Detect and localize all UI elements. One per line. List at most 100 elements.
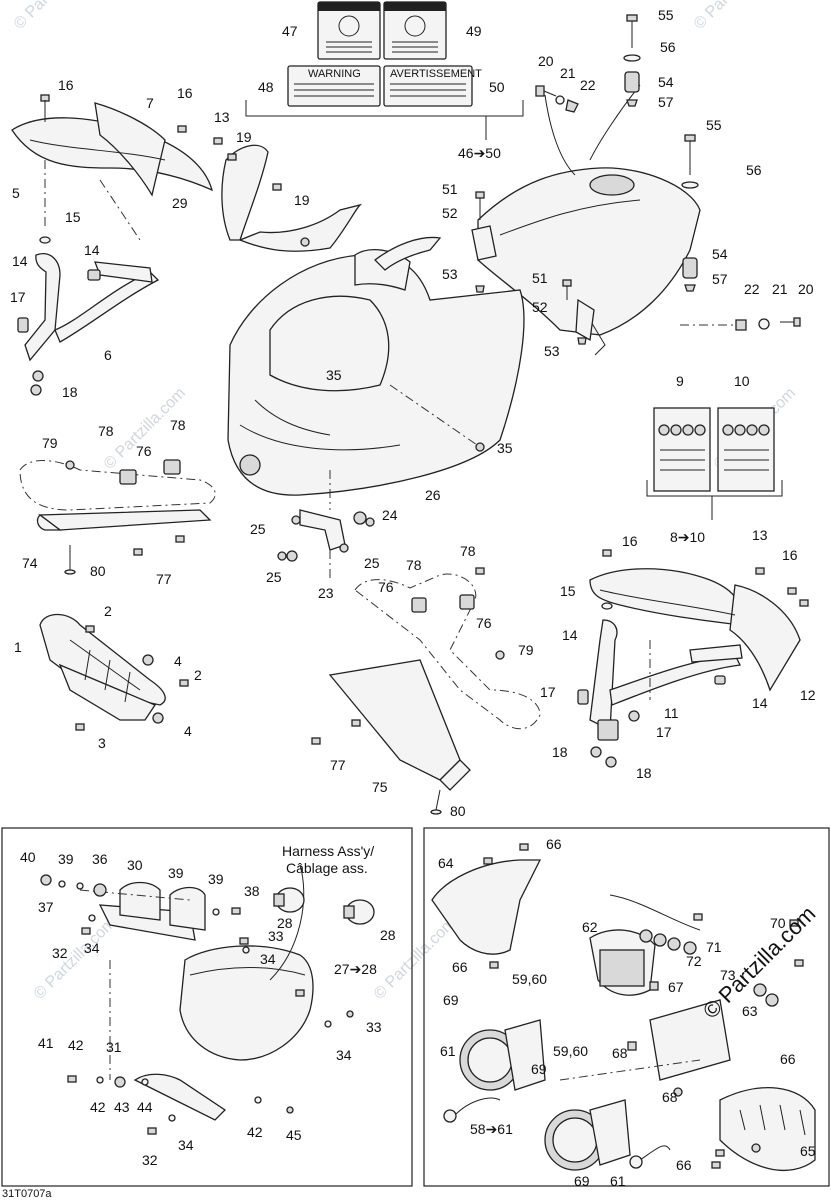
callout-label: 79 [518,642,534,658]
callout-label: 7 [146,95,154,111]
callout-label: 67 [668,979,684,995]
callout-label: 45 [286,1127,302,1143]
callout-label: 44 [137,1099,153,1115]
hardware-top-right [471,14,801,345]
callout-label: 72 [686,953,702,969]
callout-label: 34 [84,940,100,956]
callout-label: 47 [282,23,298,39]
callout-label: 76 [476,615,492,631]
callout-label: 28 [380,927,396,943]
callout-label: 52 [442,205,458,221]
lower-left-box [1,827,413,1187]
callout-label: 32 [142,1152,158,1168]
fuel-tank-assembly [477,84,740,356]
callout-label: 53 [544,343,560,359]
callout-label: 18 [552,744,568,760]
callout-label: 11 [664,705,679,721]
callout-label: 66 [546,836,562,852]
callout-label: 69 [443,992,459,1008]
callout-label: 20 [538,53,554,69]
callout-label: 42 [90,1099,106,1115]
callout-label: 10 [734,373,750,389]
front-fender-right [577,549,809,768]
callout-label: 68 [662,1089,678,1105]
callout-label: 46➔50 [458,145,501,161]
callout-label: 35 [326,367,342,383]
callout-label: 78 [170,417,186,433]
decal-group-right [646,407,783,520]
callout-label: 13 [752,527,768,543]
callout-label: 22 [744,281,760,297]
callout-label: 61 [440,1043,456,1059]
callout-label: 14 [562,627,578,643]
callout-label: 39 [208,871,224,887]
callout-label: 48 [258,79,274,95]
decal-avertissement-text: AVERTISSEMENT [390,68,482,80]
callout-label: 4 [174,653,182,669]
callout-label: 19 [294,192,310,208]
callout-label: 63 [742,1003,758,1019]
callout-label: 75 [372,779,388,795]
harness-note-line2: Câblage ass. [286,860,368,876]
callout-label: 30 [127,857,143,873]
callout-label: 39 [58,851,74,867]
callout-label: 56 [746,162,762,178]
callout-label: 50 [489,79,505,95]
callout-label: 80 [450,803,466,819]
callout-label: 25 [266,569,282,585]
callout-label: 39 [168,865,184,881]
watermark-text: © Partzilla.com [11,0,99,33]
rear-skid-center [311,567,541,815]
callout-label: 51 [532,270,548,286]
callout-label: 16 [782,547,798,563]
callout-label: 2 [104,603,112,619]
watermark-text: © Partzilla.com [691,0,779,33]
callout-label: 40 [20,849,36,865]
callout-label: 74 [22,555,38,571]
center-bracket [277,509,375,580]
lower-right-box [423,827,830,1187]
callout-label: 3 [98,735,106,751]
callout-label: 78 [460,543,476,559]
front-bumper [39,613,189,731]
callout-label: 17 [656,724,672,740]
callout-label: 6 [104,347,112,363]
callout-label: 65 [800,1143,816,1159]
callout-label: 78 [98,423,114,439]
callout-label: 64 [438,855,454,871]
harness-note-line1: Harness Ass'y/ [282,843,374,859]
callout-label: 59,60 [553,1043,588,1059]
callout-label: 22 [580,77,596,93]
callout-label: 76 [136,443,152,459]
callout-label: 12 [800,687,816,703]
callout-label: 77 [330,757,346,773]
watermark-text: © Partzilla.com [31,915,119,1003]
callout-label: 33 [366,1019,382,1035]
callout-label: 49 [466,23,482,39]
callout-label: 5 [12,185,20,201]
front-fender-left [11,94,223,241]
callout-labels: 47 49 48 50 46➔50 55 56 54 57 20 21 22 1… [10,7,816,1189]
callout-label: 56 [660,39,676,55]
callout-label: 61 [610,1173,626,1189]
headlight-housing-assembly [40,864,375,1135]
decal-group-top: WARNING AVERTISSEMENT [245,1,524,140]
callout-label: 53 [442,266,458,282]
callout-label: 1 [14,639,22,655]
callout-label: 34 [260,951,276,967]
fender-bracket-left [17,236,160,396]
callout-label: 9 [676,373,684,389]
callout-label: 24 [382,507,398,523]
callout-label: 37 [38,899,54,915]
callout-label: 25 [250,521,266,537]
callout-label: 66 [676,1157,692,1173]
callout-label: 54 [658,74,674,90]
callout-label: 41 [38,1035,54,1051]
callout-label: 57 [658,94,674,110]
callout-label: 54 [712,246,728,262]
callout-label: 69 [574,1173,590,1189]
callout-label: 79 [42,435,58,451]
callout-label: 28 [277,915,293,931]
callout-label: 68 [612,1045,628,1061]
callout-label: 80 [90,563,106,579]
